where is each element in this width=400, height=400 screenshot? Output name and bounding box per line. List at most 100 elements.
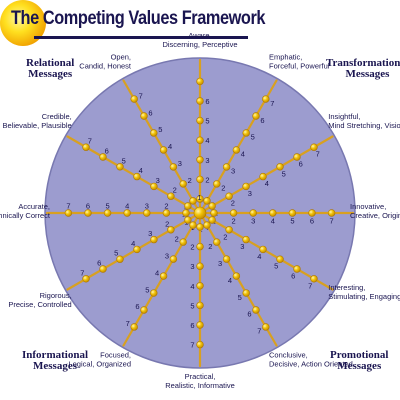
scale-dot [262, 323, 270, 331]
scale-number: 4 [205, 136, 209, 145]
quadrant-informational-line-2: Messages [33, 360, 77, 372]
scale-number: 6 [97, 259, 101, 268]
scale-number: 3 [190, 262, 194, 271]
scale-dot [196, 321, 204, 329]
scale-number: 6 [247, 310, 251, 319]
scale-number: 5 [238, 293, 242, 302]
scale-dot [242, 235, 250, 244]
spoke-label-line: Rigorous, [40, 291, 72, 300]
spoke-label-line: Logical, Organized [68, 359, 131, 368]
scale-dot [269, 209, 277, 217]
scale-dot [276, 255, 284, 263]
scale-number: 2 [223, 232, 227, 241]
scale-dot [252, 112, 260, 120]
spoke-label-line: Technically Correct [0, 211, 51, 220]
scale-number: 7 [308, 281, 312, 290]
scale-dot [222, 255, 231, 263]
scale-number: 2 [231, 199, 235, 208]
scale-dot [196, 282, 204, 290]
spoke-label-line: Forceful, Powerful [269, 62, 330, 71]
scale-dot [293, 153, 301, 161]
scale-dot [203, 221, 211, 229]
spoke-label: Interesting,Stimulating, Engaging [328, 283, 400, 301]
scale-number: 2 [190, 243, 194, 252]
scale-dot [210, 209, 218, 217]
scale-dot [140, 112, 148, 120]
scale-number: 5 [290, 217, 294, 226]
scale-dot [169, 163, 178, 171]
quadrant-transformational-line-2: Messages [345, 68, 390, 80]
scale-number: 5 [158, 125, 162, 134]
scale-number: 5 [251, 133, 255, 142]
scale-dot [288, 209, 297, 217]
scale-dot [179, 180, 187, 188]
scale-dot [310, 143, 318, 151]
quadrant-transformational-line-1: Transformational [326, 57, 400, 69]
scale-number: 2 [164, 202, 168, 211]
scale-number: 3 [240, 242, 244, 251]
scale-number: 2 [165, 219, 169, 228]
scale-number: 4 [271, 217, 275, 226]
scale-dot [150, 129, 158, 137]
scale-number: 2 [173, 186, 177, 195]
spoke-label-line: Interesting, [328, 283, 365, 292]
scale-number: 6 [190, 321, 194, 330]
scale-dot [130, 323, 138, 331]
scale-number: 4 [228, 276, 232, 285]
scale-dot [196, 195, 204, 203]
scale-dot [133, 245, 141, 254]
scale-number: 7 [88, 137, 92, 146]
hub-center [193, 206, 207, 220]
scale-number: 4 [168, 142, 172, 151]
scale-number: 3 [165, 251, 169, 260]
scale-number: 3 [148, 229, 152, 238]
scale-dot [196, 175, 204, 184]
scale-number: 4 [190, 282, 194, 291]
scale-dot [232, 146, 241, 154]
spoke-label: Focused,Logical, Organized [68, 350, 131, 368]
quadrant-relational-line-1: Relational [26, 57, 75, 69]
scale-dot [249, 209, 257, 217]
scale-number: 6 [260, 116, 264, 125]
scale-dot [116, 163, 124, 171]
spoke-label-line: Insightful, [328, 112, 360, 121]
scale-dot [196, 223, 204, 231]
scale-dot [276, 163, 284, 171]
scale-dot [189, 197, 197, 205]
scale-number: 6 [148, 108, 152, 117]
spoke-label-line: Open, [111, 53, 131, 62]
scale-dot [159, 272, 168, 280]
scale-dot [182, 209, 190, 217]
scale-dot [196, 242, 204, 251]
spoke-label: Emphatic,Forceful, Powerful [269, 53, 330, 71]
scale-dot [184, 202, 192, 210]
scale-dot [140, 306, 148, 314]
scale-dot [196, 97, 204, 105]
scale-number: 7 [66, 202, 70, 211]
scale-number: 7 [126, 319, 130, 328]
scale-dot [242, 289, 250, 297]
scale-number: 5 [190, 301, 194, 310]
scale-number: 6 [299, 159, 303, 168]
spoke-label-line: Emphatic, [269, 53, 302, 62]
scale-dot [327, 209, 336, 217]
scale-dot [116, 255, 124, 263]
scale-number: 4 [155, 268, 159, 277]
quadrant-informational-line-1: Informational [22, 349, 88, 361]
scale-number: 3 [231, 167, 235, 176]
scale-dot [179, 238, 187, 246]
scale-dot [99, 153, 107, 161]
quadrant-promotional-line-1: Promotional [330, 349, 389, 361]
quadrant-promotional-line-2: Messages [337, 360, 382, 372]
scale-dot [232, 272, 241, 280]
scale-dot [150, 182, 158, 191]
scale-number: 7 [330, 217, 334, 226]
scale-dot [242, 129, 250, 137]
scale-dot [103, 209, 112, 217]
scale-number: 3 [205, 156, 209, 165]
